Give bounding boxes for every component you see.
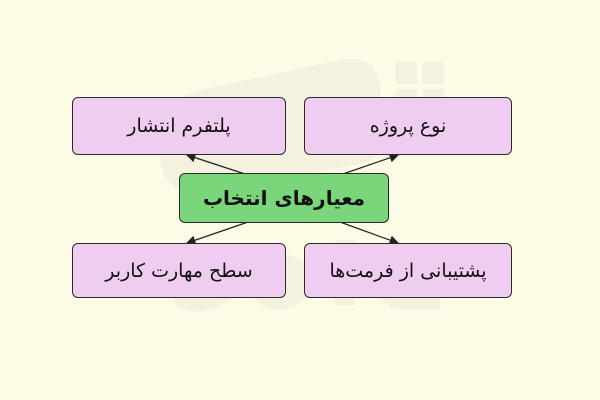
node-center: معیارهای انتخاب xyxy=(179,173,389,223)
edge-to-platform xyxy=(185,153,249,176)
node-format-support: پشتیبانی از فرمت‌ها xyxy=(304,243,512,298)
edge-to-project-type xyxy=(339,153,400,176)
edge-to-skill-level xyxy=(185,221,249,245)
node-skill-level: سطح مهارت کاربر xyxy=(72,243,286,298)
edge-to-format-support xyxy=(339,221,400,245)
node-platform: پلتفرم انتشار xyxy=(72,97,286,155)
node-project-type: نوع پروژه xyxy=(304,97,512,155)
